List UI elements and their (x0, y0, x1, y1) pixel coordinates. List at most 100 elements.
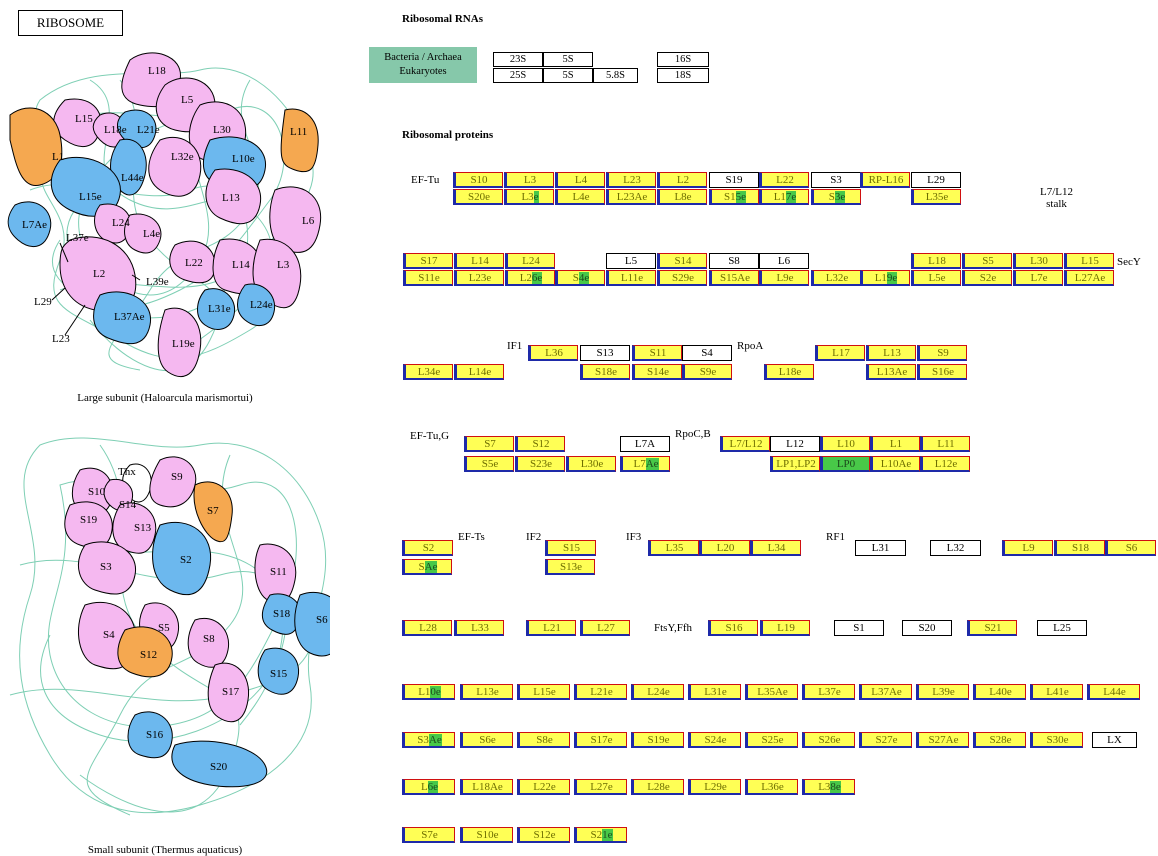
protein-s8e[interactable]: S8e (517, 732, 570, 748)
protein-l7e[interactable]: L7e (1013, 270, 1063, 286)
protein-s4e[interactable]: S4e (555, 270, 605, 286)
protein-s24e[interactable]: S24e (688, 732, 741, 748)
protein-s13[interactable]: S13 (580, 345, 630, 361)
protein-l27e[interactable]: L27e (574, 779, 627, 795)
protein-s2[interactable]: S2 (402, 540, 453, 556)
rrna-23s[interactable]: 23S (493, 52, 543, 67)
protein-l8e[interactable]: L8e (657, 189, 707, 205)
protein-l5[interactable]: L5 (606, 253, 656, 269)
protein-l12[interactable]: L12 (770, 436, 820, 452)
protein-s9e[interactable]: S9e (682, 364, 732, 380)
protein-s28e[interactable]: S28e (973, 732, 1026, 748)
protein-s18[interactable]: S18 (1054, 540, 1105, 556)
protein-s15[interactable]: S15 (545, 540, 596, 556)
protein-l3e[interactable]: L3e (504, 189, 554, 205)
protein-l32e[interactable]: L32e (811, 270, 861, 286)
protein-l14[interactable]: L14 (454, 253, 504, 269)
rrna-18s[interactable]: 18S (657, 68, 709, 83)
protein-l37ae[interactable]: L37Ae (859, 684, 912, 700)
protein-l10e[interactable]: L10e (402, 684, 455, 700)
protein-s4[interactable]: S4 (682, 345, 732, 361)
rrna-5s[interactable]: 5S (543, 52, 593, 67)
protein-l22[interactable]: L22 (759, 172, 809, 188)
protein-s17[interactable]: S17 (403, 253, 453, 269)
protein-l17e[interactable]: L17e (759, 189, 809, 205)
protein-s18e[interactable]: S18e (580, 364, 630, 380)
protein-l22e[interactable]: L22e (517, 779, 570, 795)
protein-s20e[interactable]: S20e (453, 189, 503, 205)
protein-l9e[interactable]: L9e (759, 270, 809, 286)
protein-l7-l12[interactable]: L7/L12 (720, 436, 770, 452)
protein-s8[interactable]: S8 (709, 253, 759, 269)
protein-l35[interactable]: L35 (648, 540, 699, 556)
protein-l28[interactable]: L28 (402, 620, 452, 636)
protein-s12e[interactable]: S12e (517, 827, 570, 843)
protein-s3[interactable]: S3 (811, 172, 861, 188)
protein-s21e[interactable]: S21e (574, 827, 627, 843)
protein-l4e[interactable]: L4e (555, 189, 605, 205)
protein-l39e[interactable]: L39e (916, 684, 969, 700)
protein-l38e[interactable]: L38e (802, 779, 855, 795)
protein-l32[interactable]: L32 (930, 540, 981, 556)
protein-s5[interactable]: S5 (962, 253, 1012, 269)
protein-l1[interactable]: L1 (870, 436, 920, 452)
protein-l44e[interactable]: L44e (1087, 684, 1140, 700)
rrna-25s[interactable]: 25S (493, 68, 543, 83)
protein-l30e[interactable]: L30e (566, 456, 616, 472)
rrna-5s-euk[interactable]: 5S (543, 68, 593, 83)
protein-l2[interactable]: L2 (657, 172, 707, 188)
protein-s2e[interactable]: S2e (962, 270, 1012, 286)
protein-s30e[interactable]: S30e (1030, 732, 1083, 748)
protein-l37e[interactable]: L37e (802, 684, 855, 700)
protein-lp1-lp2[interactable]: LP1,LP2 (770, 456, 820, 472)
protein-l13e[interactable]: L13e (460, 684, 513, 700)
protein-l27ae[interactable]: L27Ae (1064, 270, 1114, 286)
protein-l33[interactable]: L33 (454, 620, 504, 636)
protein-s6[interactable]: S6 (1105, 540, 1156, 556)
protein-l34e[interactable]: L34e (403, 364, 453, 380)
protein-s15ae[interactable]: S15Ae (709, 270, 759, 286)
protein-l27[interactable]: L27 (580, 620, 630, 636)
protein-s23e[interactable]: S23e (515, 456, 565, 472)
protein-l36e[interactable]: L36e (745, 779, 798, 795)
protein-s19[interactable]: S19 (709, 172, 759, 188)
protein-s26e[interactable]: S26e (802, 732, 855, 748)
protein-l31[interactable]: L31 (855, 540, 906, 556)
protein-l13ae[interactable]: L13Ae (866, 364, 916, 380)
protein-s3e[interactable]: S3e (811, 189, 861, 205)
rrna-16s[interactable]: 16S (657, 52, 709, 67)
protein-s9[interactable]: S9 (917, 345, 967, 361)
protein-l28e[interactable]: L28e (631, 779, 684, 795)
protein-l15[interactable]: L15 (1064, 253, 1114, 269)
protein-l41e[interactable]: L41e (1030, 684, 1083, 700)
protein-l29e[interactable]: L29e (688, 779, 741, 795)
protein-s11e[interactable]: S11e (403, 270, 453, 286)
protein-s25e[interactable]: S25e (745, 732, 798, 748)
protein-s10e[interactable]: S10e (460, 827, 513, 843)
protein-s15e[interactable]: S15e (709, 189, 759, 205)
protein-l5e[interactable]: L5e (911, 270, 961, 286)
protein-s10[interactable]: S10 (453, 172, 503, 188)
protein-l24e[interactable]: L24e (631, 684, 684, 700)
protein-l18e[interactable]: L18e (764, 364, 814, 380)
protein-s27ae[interactable]: S27Ae (916, 732, 969, 748)
protein-l29[interactable]: L29 (911, 172, 961, 188)
protein-s21[interactable]: S21 (967, 620, 1017, 636)
protein-l40e[interactable]: L40e (973, 684, 1026, 700)
protein-l23ae[interactable]: L23Ae (606, 189, 656, 205)
protein-s16e[interactable]: S16e (917, 364, 967, 380)
protein-l31e[interactable]: L31e (688, 684, 741, 700)
protein-s14e[interactable]: S14e (632, 364, 682, 380)
protein-s3ae[interactable]: S3Ae (402, 732, 455, 748)
protein-l24[interactable]: L24 (505, 253, 555, 269)
protein-l6[interactable]: L6 (759, 253, 809, 269)
protein-l17[interactable]: L17 (815, 345, 865, 361)
protein-s20[interactable]: S20 (902, 620, 952, 636)
protein-sae[interactable]: SAe (402, 559, 452, 575)
protein-l11e[interactable]: L11e (606, 270, 656, 286)
protein-l6e[interactable]: L6e (402, 779, 455, 795)
protein-s16[interactable]: S16 (708, 620, 758, 636)
protein-l4[interactable]: L4 (555, 172, 605, 188)
protein-l15e[interactable]: L15e (517, 684, 570, 700)
protein-rp-l16[interactable]: RP-L16 (860, 172, 910, 188)
